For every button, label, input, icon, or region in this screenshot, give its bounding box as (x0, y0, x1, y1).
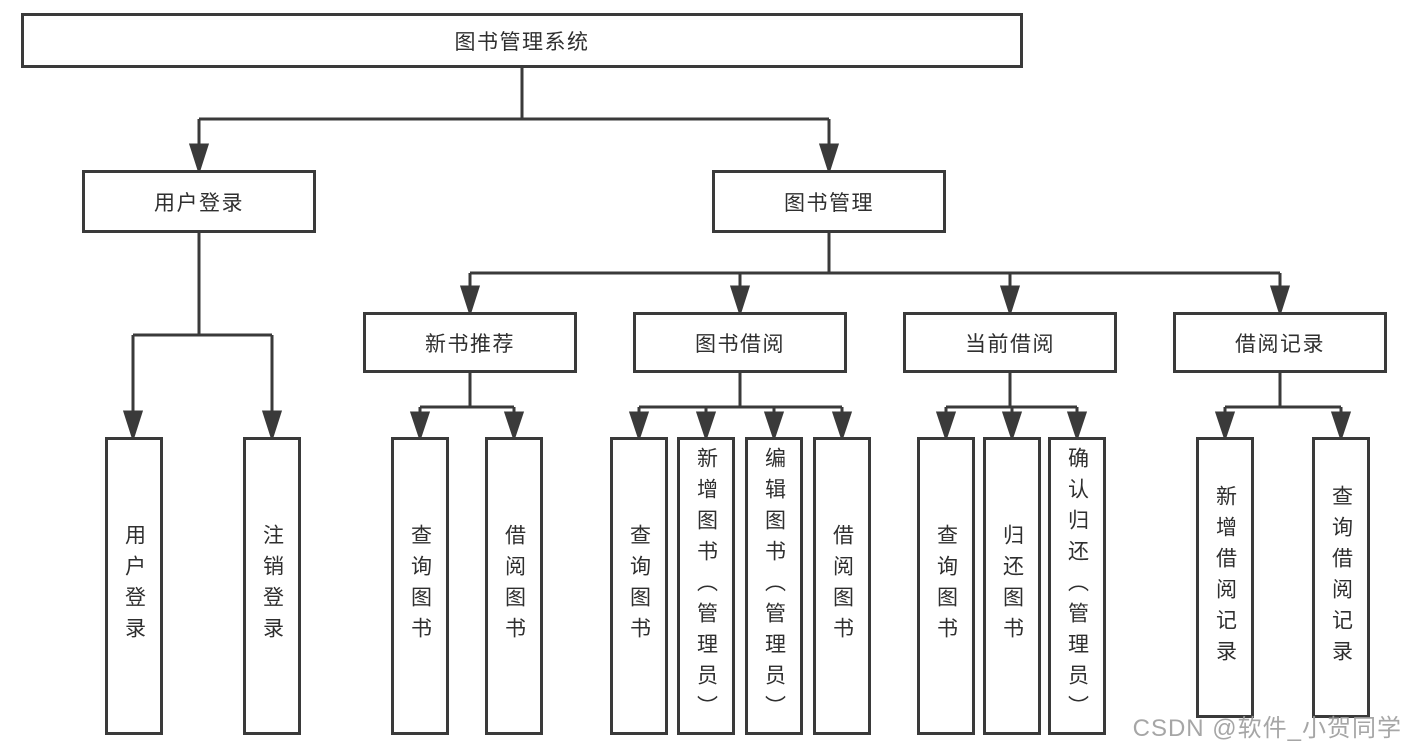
leaf-query-books-borrowing-label: 查询图书 (627, 524, 651, 648)
node-borrowing-records: 借阅记录 (1173, 312, 1387, 373)
node-current-borrowing: 当前借阅 (903, 312, 1117, 373)
leaf-query-books-current: 查询图书 (917, 437, 975, 735)
leaf-edit-books-admin: 编辑图书（管理员） (745, 437, 803, 735)
leaf-query-borrow-record: 查询借阅记录 (1312, 437, 1370, 718)
node-book-borrowing: 图书借阅 (633, 312, 847, 373)
leaf-borrow-books-borrowing: 借阅图书 (813, 437, 871, 735)
node-current-borrowing-label: 当前借阅 (965, 332, 1055, 356)
leaf-user-login: 用户登录 (105, 437, 163, 735)
node-user-login-label: 用户登录 (154, 191, 244, 215)
connector-borrowing-records-children (1214, 373, 1352, 442)
leaf-confirm-return-admin: 确认归还（管理员） (1048, 437, 1106, 735)
node-book-borrowing-label: 图书借阅 (695, 332, 785, 356)
node-new-book-recommend: 新书推荐 (363, 312, 577, 373)
leaf-logout-login: 注销登录 (243, 437, 301, 735)
leaf-confirm-return-admin-label: 确认归还（管理员） (1065, 446, 1089, 726)
node-user-login: 用户登录 (82, 170, 316, 233)
node-book-management-label: 图书管理 (784, 191, 874, 215)
connector-book-borrowing-children (628, 373, 853, 442)
leaf-query-books-recommend-label: 查询图书 (408, 524, 432, 648)
leaf-query-books-current-label: 查询图书 (934, 524, 958, 648)
leaf-logout-login-label: 注销登录 (260, 524, 284, 648)
leaf-edit-books-admin-label: 编辑图书（管理员） (762, 446, 786, 726)
leaf-query-books-recommend: 查询图书 (391, 437, 449, 735)
leaf-borrow-books-borrowing-label: 借阅图书 (830, 524, 854, 648)
leaf-query-borrow-record-label: 查询借阅记录 (1329, 484, 1353, 671)
leaf-query-books-borrowing: 查询图书 (610, 437, 668, 735)
connector-root-to-level2 (188, 68, 840, 175)
leaf-return-books-label: 归还图书 (1000, 524, 1024, 648)
csdn-watermark: CSDN @软件_小贺同学 (1132, 715, 1402, 742)
leaf-borrow-books-recommend-label: 借阅图书 (502, 524, 526, 648)
leaf-user-login-label: 用户登录 (122, 524, 146, 648)
node-book-management: 图书管理 (712, 170, 946, 233)
node-library-system: 图书管理系统 (21, 13, 1023, 68)
node-new-book-recommend-label: 新书推荐 (425, 332, 515, 356)
leaf-return-books: 归还图书 (983, 437, 1041, 735)
connector-current-borrowing-children (935, 373, 1088, 442)
leaf-borrow-books-recommend: 借阅图书 (485, 437, 543, 735)
leaf-add-borrow-record-label: 新增借阅记录 (1213, 484, 1237, 671)
connector-user-login-children (122, 233, 283, 442)
node-borrowing-records-label: 借阅记录 (1235, 332, 1325, 356)
leaf-add-books-admin: 新增图书（管理员） (677, 437, 735, 735)
connector-new-book-recommend-children (409, 373, 525, 442)
leaf-add-books-admin-label: 新增图书（管理员） (694, 446, 718, 726)
node-library-system-label: 图书管理系统 (454, 30, 590, 54)
leaf-add-borrow-record: 新增借阅记录 (1196, 437, 1254, 718)
connector-book-management-children (459, 233, 1291, 317)
